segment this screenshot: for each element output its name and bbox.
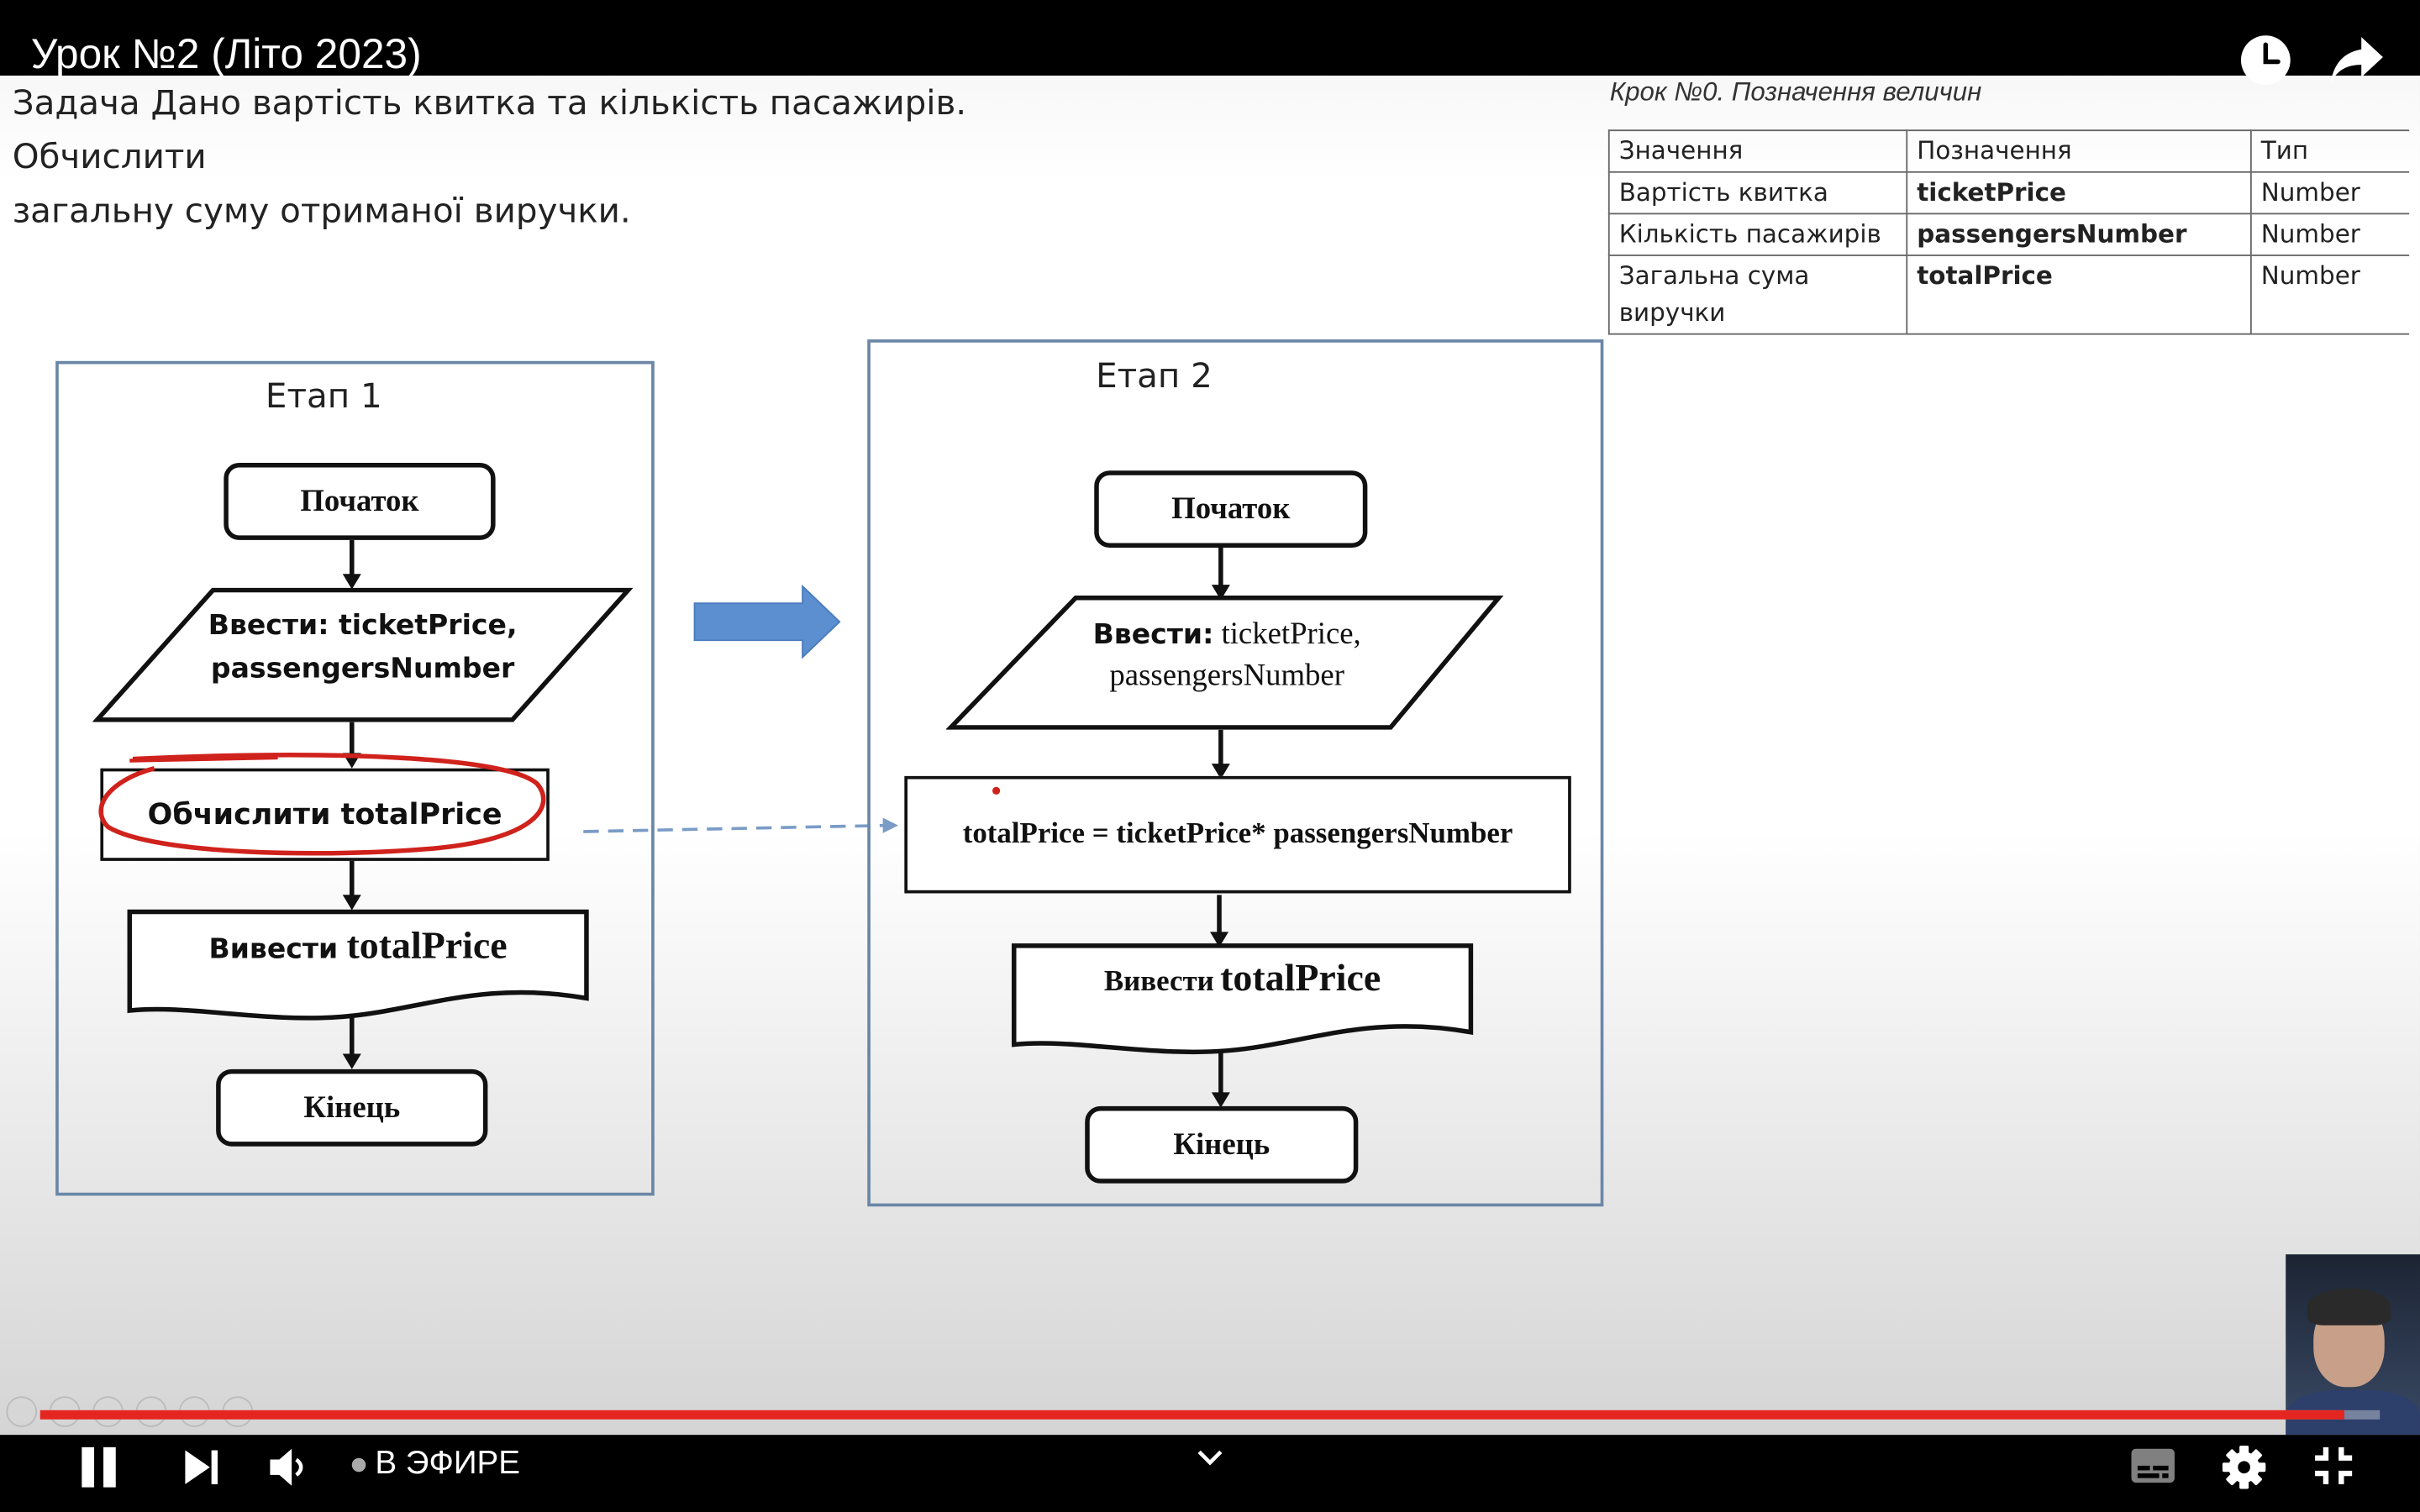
input-label: Ввести: [1092,618,1214,652]
table-cell: Загальна сума виручки [1607,255,1908,335]
header-value: Значення [1607,129,1908,173]
input-label: Ввести: [208,609,329,643]
subtitles-icon[interactable] [2130,1446,2176,1486]
variables-table: Значення Позначення Тип Вартість квитка … [1607,129,2410,335]
presenter-webcam [2286,1254,2420,1436]
stage1-input-text: Ввести: ticketPrice, passengersNumber [162,605,564,691]
player-controls [0,1435,2420,1512]
progress-played [39,1410,2345,1420]
stage1-end-terminal: Кінець [216,1068,488,1147]
player-top-bar [0,0,2420,76]
live-dot [351,1457,366,1472]
stage1-title: Етап 1 [265,377,382,417]
table-row: Загальна сума виручки totalPrice Number [1607,255,2410,335]
output-var: totalPrice [346,926,508,968]
stage2-process-box: totalPrice = ticketPrice* passengersNumb… [904,775,1571,894]
stage1-arrow-1 [342,539,361,590]
stage1-start-terminal: Початок [224,463,496,540]
stage1-input-shape [92,587,634,722]
stage2-arrow-4 [1211,1048,1230,1108]
red-ink-annotation [98,753,546,856]
table-cell: passengersNumber [1906,213,2252,256]
stage1-arrow-3 [342,860,361,911]
volume-icon[interactable] [269,1447,306,1488]
stage2-frame [867,339,1604,1207]
output-label: Вивести [1103,965,1214,999]
prev-slide-icon[interactable] [6,1396,38,1427]
output-label: Вивести [208,933,339,966]
table-cell: Вартість квитка [1607,171,1908,215]
table-header-row: Значення Позначення Тип [1607,129,2410,173]
stage2-arrow-3 [1209,895,1229,948]
stage2-arrow-2 [1211,729,1230,780]
pause-icon[interactable] [77,1446,120,1488]
stage1-frame [55,360,655,1196]
table-cell: Number [2249,213,2410,256]
step0-title: Крок №0. Позначення величин [1609,76,1982,107]
stage2-input-text: Ввести: ticketPrice, passengersNumber [1026,614,1428,697]
share-icon[interactable] [2328,34,2386,86]
stage1-arrow-4 [342,1013,361,1069]
input-vars: passengersNumber [1109,659,1344,693]
stage2-end-terminal: Кінець [1085,1105,1359,1184]
table-cell: ticketPrice [1906,171,2252,215]
table-cell: totalPrice [1906,255,2252,335]
right-arrow-icon [693,584,841,659]
exit-fullscreen-icon[interactable] [2312,1444,2354,1487]
chevron-down-icon[interactable] [1196,1447,1223,1469]
output-var: totalPrice [1220,958,1381,1000]
table-cell: Number [2249,171,2410,215]
video-title[interactable]: Урок №2 (Літо 2023) [30,30,422,77]
input-vars: passengersNumber [210,652,515,685]
header-designation: Позначення [1906,129,2252,173]
stage2-input-shape [945,595,1504,730]
stage2-title: Етап 2 [1096,358,1213,397]
stage1-output-text: Вивести totalPrice [139,926,577,972]
table-cell: Кількість пасажирів [1607,213,1908,256]
stage2-output-shape [1011,943,1474,1055]
header-type: Тип [2249,129,2410,173]
stage2-start-terminal: Початок [1094,470,1368,549]
stage2-output-text: Вивести totalPrice [1018,958,1466,1006]
gear-icon[interactable] [2221,1444,2267,1490]
table-cell: Number [2249,255,2410,335]
task-description: Задача Дано вартість квитка та кількість… [13,77,1155,239]
table-row: Вартість квитка ticketPrice Number [1607,171,2410,215]
progress-bar[interactable] [39,1410,2381,1420]
cursor-dot [992,786,1001,795]
live-indicator[interactable]: В ЭФИРЕ [351,1446,521,1483]
task-line-2: загальну суму отриманої виручки. [12,192,631,232]
input-vars: ticketPrice, [1221,617,1361,652]
stage1-output-shape [127,909,589,1021]
table-row: Кількість пасажирів passengersNumber Num… [1607,213,2410,256]
next-icon[interactable] [182,1447,223,1488]
live-label: В ЭФИРЕ [375,1446,521,1482]
task-line-1: Задача Дано вартість квитка та кількість… [12,85,967,178]
dashed-link-arrow [583,817,898,833]
clock-icon[interactable] [2238,33,2293,88]
stage2-arrow-1 [1211,548,1230,601]
input-vars: ticketPrice, [338,609,518,643]
